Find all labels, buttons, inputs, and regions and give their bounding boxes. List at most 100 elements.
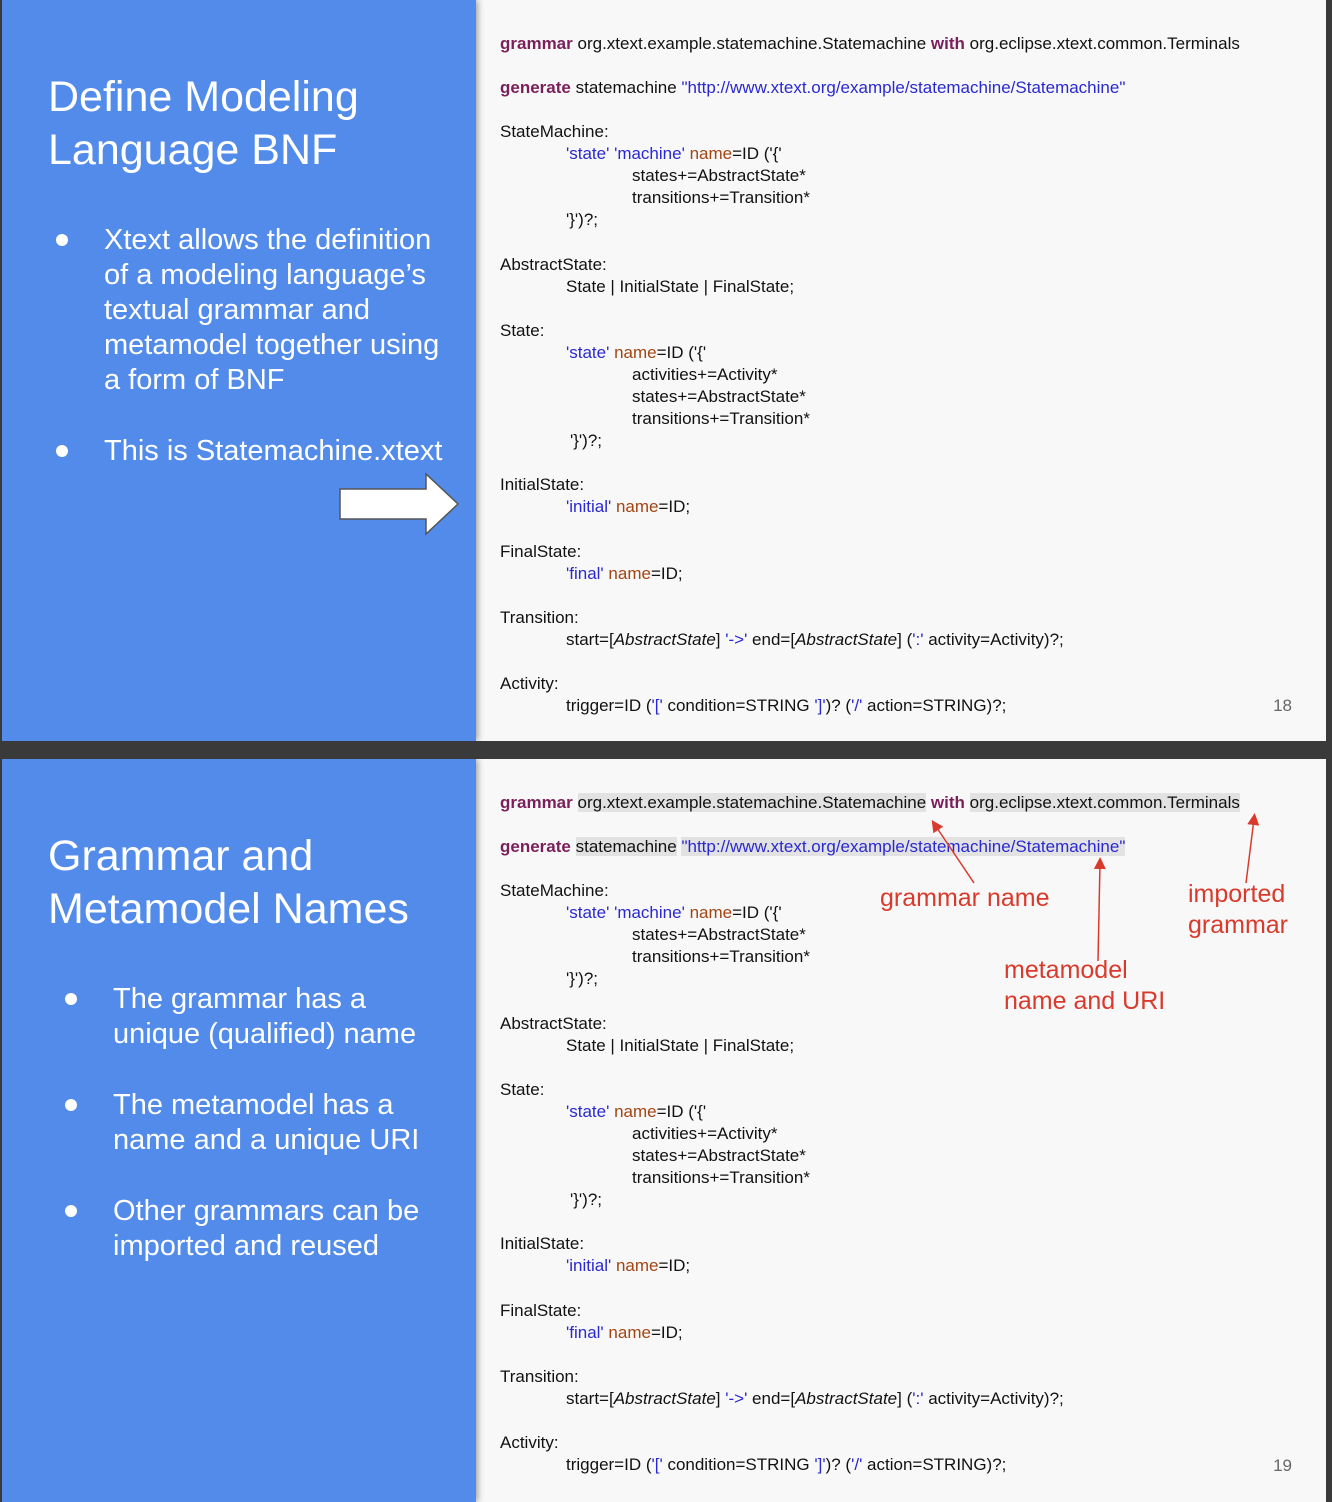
rule-name: AbstractState: <box>500 1014 607 1033</box>
code-text: ] ( <box>897 1389 913 1408</box>
bullet-text: unique (qualified) name <box>113 1018 417 1050</box>
code-text: transitions+=Transition* <box>632 188 810 207</box>
imported-grammar: org.eclipse.xtext.common.Terminals <box>969 34 1240 53</box>
keyword-with: with <box>930 34 965 53</box>
code-text: '}')?; <box>570 1190 603 1209</box>
slide-19: Grammar and Metamodel Names The grammar … <box>2 759 1326 1502</box>
code-text: states+=AbstractState* <box>632 387 806 406</box>
string-literal: '->' <box>725 630 748 649</box>
attr-name: name <box>615 1256 659 1275</box>
metamodel-uri: "http://www.xtext.org/example/statemachi… <box>681 837 1126 856</box>
code-text: end=[ <box>747 630 796 649</box>
rule-name: InitialState: <box>500 475 585 494</box>
page-number: 19 <box>1273 1456 1292 1475</box>
code-text: ] <box>715 630 726 649</box>
code-text: )? ( <box>825 696 852 715</box>
bullet-text: Other grammars can be <box>113 1195 420 1227</box>
bullet-text: textual grammar and <box>104 294 370 326</box>
keyword-with: with <box>930 793 965 812</box>
string-literal: 'initial' <box>566 497 612 516</box>
keyword-generate: generate <box>500 78 571 97</box>
bullet-item: The metamodel has a name and a unique UR… <box>65 1088 419 1158</box>
slide-title-line: Grammar and <box>48 832 314 880</box>
code-text: start=[ <box>566 630 614 649</box>
code-line: 'initial' name=ID; <box>566 1256 690 1276</box>
arrow-to-imported-grammar <box>1245 813 1260 884</box>
code-text: State | InitialState | FinalState; <box>566 1036 795 1055</box>
slide-sidebar: Define Modeling Language BNF Xtext allow… <box>2 0 476 741</box>
string-literal: ']' <box>814 696 826 715</box>
bullet-dot-icon <box>56 445 68 457</box>
slide-title-line: Metamodel Names <box>48 885 409 933</box>
string-literal: '->' <box>725 1389 748 1408</box>
rule-name: FinalState: <box>500 1301 582 1320</box>
bullet-dot-icon <box>56 234 68 246</box>
code-line: trigger=ID ('[' condition=STRING ']')? (… <box>566 1455 1006 1475</box>
string-literal: 'final' <box>566 1323 604 1342</box>
bullet-item: Xtext allows the definition of a modelin… <box>56 223 442 398</box>
code-text: transitions+=Transition* <box>632 409 810 428</box>
keyword-generate: generate <box>500 837 571 856</box>
code-text: transitions+=Transition* <box>632 947 810 966</box>
code-text: AbstractState <box>795 1389 898 1408</box>
code-line: start=[AbstractState] '->' end=[Abstract… <box>566 630 1064 650</box>
rule-name: Transition: <box>500 608 579 627</box>
code-line: trigger=ID ('[' condition=STRING ']')? (… <box>566 696 1006 716</box>
code-line: 'state' 'machine' name=ID ('{' <box>566 903 782 923</box>
rule-name: StateMachine: <box>500 122 609 141</box>
keyword-grammar: grammar <box>500 34 573 53</box>
bullet-text: imported and reused <box>113 1230 379 1262</box>
bullet-dot-icon <box>65 1205 77 1217</box>
string-literal: ':' <box>912 630 924 649</box>
metamodel-uri: "http://www.xtext.org/example/statemachi… <box>681 78 1126 97</box>
string-literal: ':' <box>912 1389 924 1408</box>
annotation-imported-grammar: imported grammar <box>1188 880 1289 939</box>
code-text: states+=AbstractState* <box>632 166 806 185</box>
string-literal: 'state' 'machine' <box>566 144 685 163</box>
code-text: =ID; <box>650 564 683 583</box>
code-text: AbstractState <box>795 630 898 649</box>
code-text: =ID ('{' <box>732 144 782 163</box>
rule-name: Activity: <box>500 674 559 693</box>
bullet-item: The grammar has a unique (qualified) nam… <box>65 982 419 1052</box>
code-line: start=[AbstractState] '->' end=[Abstract… <box>566 1389 1064 1409</box>
bullet-text: a form of BNF <box>104 364 285 396</box>
metamodel-name: statemachine <box>575 837 677 856</box>
code-text: trigger=ID ( <box>566 696 652 715</box>
code-text: AbstractState <box>613 630 716 649</box>
metamodel-name: statemachine <box>575 78 677 97</box>
rule-name: FinalState: <box>500 542 582 561</box>
code-text: end=[ <box>747 1389 796 1408</box>
code-line: generate statemachine "http://www.xtext.… <box>500 837 1126 857</box>
grammar-code: grammar org.xtext.example.statemachine.S… <box>500 0 1240 715</box>
code-text: ] ( <box>897 630 913 649</box>
code-text: states+=AbstractState* <box>632 1146 806 1165</box>
code-text: AbstractState <box>613 1389 716 1408</box>
bullet-text: metamodel together using <box>104 329 440 361</box>
code-text: activity=Activity)?; <box>923 1389 1064 1408</box>
code-text: ] <box>715 1389 726 1408</box>
page-number: 18 <box>1273 696 1292 715</box>
code-text: transitions+=Transition* <box>632 1168 810 1187</box>
bullet-dot-icon <box>65 1099 77 1111</box>
string-literal: 'state' <box>566 1102 610 1121</box>
code-text: =ID; <box>650 1323 683 1342</box>
slide-18: Define Modeling Language BNF Xtext allow… <box>2 0 1326 741</box>
code-line: 'final' name=ID; <box>566 564 683 584</box>
code-panel: grammar org.xtext.example.statemachine.S… <box>478 759 1326 1502</box>
code-text: =ID ('{' <box>656 343 707 362</box>
slide-title: Grammar and Metamodel Names <box>48 830 409 936</box>
attr-name: name <box>689 144 733 163</box>
rule-name: Transition: <box>500 1367 579 1386</box>
rule-name: State: <box>500 321 545 340</box>
string-literal: ']' <box>814 1455 826 1474</box>
imported-grammar: org.eclipse.xtext.common.Terminals <box>969 793 1240 812</box>
rule-name: StateMachine: <box>500 881 609 900</box>
slide-title: Define Modeling Language BNF <box>48 71 359 177</box>
code-line: 'state' name=ID ('{' <box>566 1102 706 1122</box>
annotation-arrows <box>931 813 1260 962</box>
code-text: condition=STRING <box>662 696 815 715</box>
string-literal: '/' <box>851 1455 863 1474</box>
string-literal: '[' <box>651 696 663 715</box>
slide-sidebar: Grammar and Metamodel Names The grammar … <box>2 759 476 1502</box>
